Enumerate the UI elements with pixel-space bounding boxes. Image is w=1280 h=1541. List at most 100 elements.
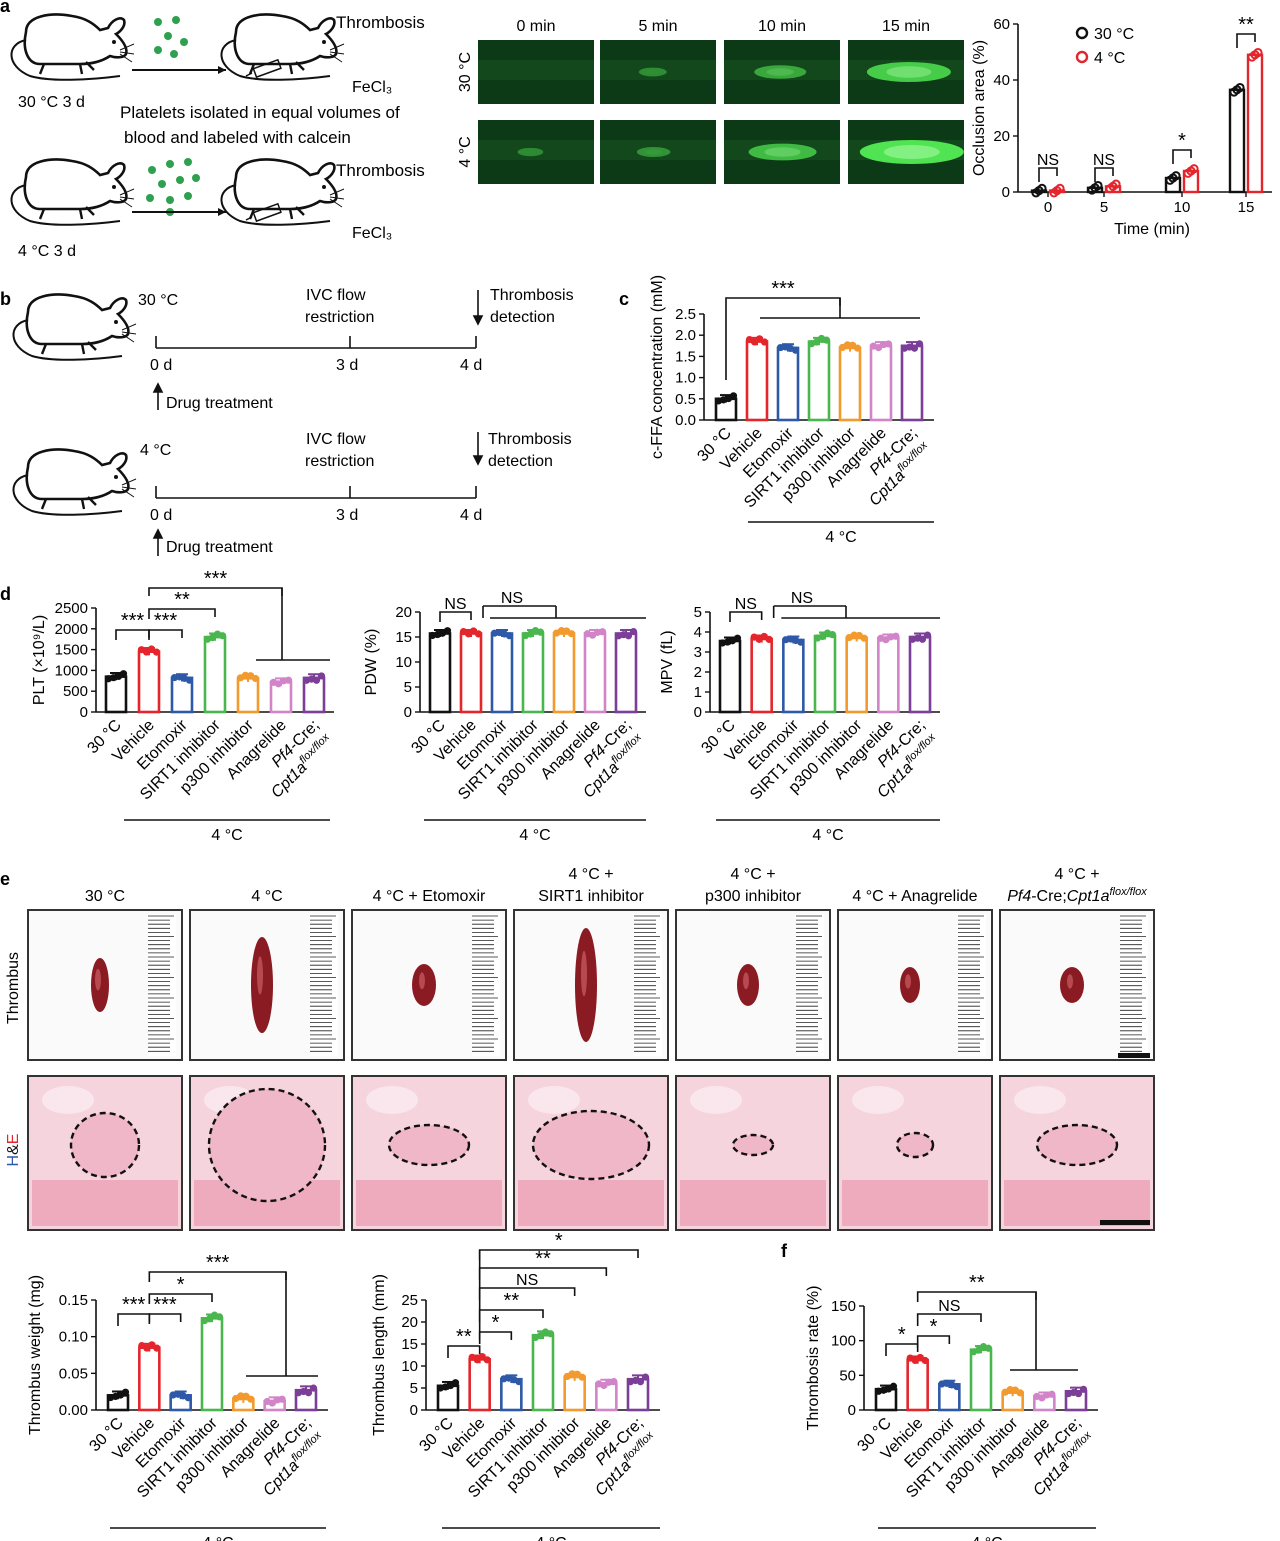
bar [138, 1346, 161, 1412]
data-point [636, 1378, 645, 1386]
significance-label: *** [204, 568, 228, 590]
group-bracket-label: 4 °C [202, 1535, 233, 1541]
significance-bracket [478, 1287, 576, 1300]
bar [1228, 88, 1246, 194]
y-axis-label: c-FFA concentration (mM) [649, 275, 666, 459]
thrombus-fluorescence [866, 62, 951, 82]
image-header: 30 °C [85, 888, 125, 905]
data-point [884, 340, 893, 348]
significance-label: * [1178, 130, 1186, 152]
image-header-part: Cpt1a [1067, 888, 1110, 905]
thrombus-core [524, 150, 537, 154]
day-label: 3 d [336, 357, 358, 374]
legend-marker [1075, 50, 1089, 64]
significance-label: NS [735, 596, 757, 613]
y-tick-label: 2 [694, 664, 702, 681]
muscle-tissue [842, 1180, 988, 1226]
data-point [953, 1383, 961, 1391]
panel-letter-a: a [0, 0, 11, 16]
bar [490, 632, 514, 714]
row-label: 30 °C [457, 52, 474, 92]
y-tick-label: 3 [694, 644, 702, 661]
data-point [284, 676, 293, 684]
muscle-tissue [356, 1180, 502, 1226]
platelet-dots-icon [146, 158, 200, 216]
data-point [860, 634, 868, 642]
y-tick-label: 25 [401, 1292, 418, 1309]
bar [869, 344, 893, 422]
up-arrow-icon [152, 382, 164, 556]
data-point [546, 1330, 555, 1338]
vessel-band [600, 140, 716, 160]
y-tick-label: 2500 [55, 600, 88, 617]
data-point [923, 631, 932, 639]
thrombosis-label: Thrombosis [336, 161, 425, 180]
data-point [629, 628, 638, 636]
detection-label: Thrombosis [490, 287, 574, 304]
bar [137, 650, 161, 714]
group-bracket-label: 4 °C [825, 529, 856, 546]
scale-bar [1118, 1053, 1150, 1058]
temp-label-4: 4 °C [140, 442, 171, 459]
day-label: 0 d [150, 357, 172, 374]
fecl3-label: FeCl₃ [352, 79, 392, 96]
bar [969, 1348, 993, 1412]
bar [269, 680, 293, 714]
temp-label-30: 30 °C [138, 292, 178, 309]
y-axis-label: PLT (×10⁹/L) [31, 615, 48, 705]
y-tick-label: 20 [395, 604, 412, 621]
data-point [1016, 1389, 1024, 1397]
image-header: SIRT1 inhibitor [538, 888, 644, 905]
thrombus-fluorescence [636, 147, 671, 157]
data-point [152, 648, 161, 656]
specimen-highlight [419, 972, 425, 990]
thrombus-core [886, 66, 932, 78]
data-point [505, 632, 514, 640]
image-header: 4 °C + Anagrelide [852, 888, 977, 905]
vessel-band [478, 140, 594, 160]
ivc-label: restriction [305, 453, 374, 470]
y-tick-label: 0.05 [59, 1365, 88, 1382]
drug-label: Drug treatment [166, 539, 273, 556]
significance-label: NS [444, 596, 466, 613]
significance-label: ** [174, 589, 190, 611]
ruler [310, 914, 338, 1056]
ruler [148, 914, 176, 1056]
data-point [921, 1356, 929, 1365]
data-point [1074, 1390, 1083, 1398]
bar [906, 1358, 929, 1412]
row-label: 4 °C [457, 136, 474, 167]
adipose-tissue [42, 1086, 94, 1114]
y-tick-label: 1000 [55, 662, 88, 679]
y-tick-label: 0.00 [59, 1402, 88, 1419]
group-bracket-label: 4 °C [535, 1535, 566, 1541]
y-tick-label: 2.5 [675, 306, 696, 323]
drug-label: Drug treatment [166, 395, 273, 412]
data-point [624, 632, 633, 640]
group-bracket-label: 4 °C [812, 827, 843, 844]
significance-label: NS [516, 1272, 538, 1289]
significance-label: *** [206, 1252, 230, 1274]
significance-label: * [930, 1316, 938, 1338]
significance-label: ** [456, 1326, 472, 1348]
specimen-highlight [257, 956, 263, 995]
legend-marker [1075, 26, 1089, 40]
significance-bracket [1094, 167, 1114, 182]
data-point [578, 1373, 586, 1381]
vessel-band [600, 60, 716, 80]
mouse-icon [12, 293, 138, 362]
thrombus-core [766, 68, 794, 76]
group-bracket-label: 4 °C [971, 1535, 1002, 1541]
y-tick-label: 15 [395, 629, 412, 646]
y-tick-label: 0 [80, 704, 88, 721]
y-axis-label: Occlusion area (%) [971, 40, 988, 176]
bar [468, 1358, 491, 1412]
significance-bracket [1038, 167, 1058, 182]
he-e: E [5, 1134, 22, 1145]
specimen-highlight [905, 974, 911, 989]
platelet-note-line2: blood and labeled with calcein [124, 128, 351, 147]
bar [521, 632, 545, 714]
